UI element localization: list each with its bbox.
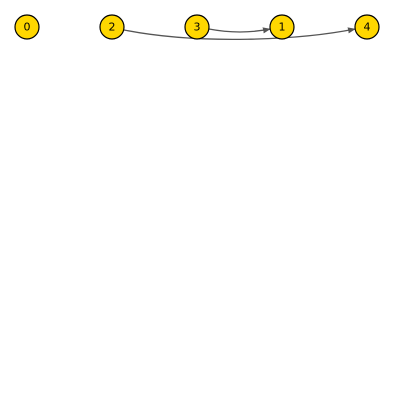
node-2: 2 (99, 14, 125, 40)
node-2-label: 2 (109, 21, 116, 34)
node-3: 3 (184, 14, 210, 40)
node-4-circle (354, 14, 380, 40)
node-3-circle (184, 14, 210, 40)
node-0-label: 0 (24, 21, 31, 34)
node-0-circle (14, 14, 40, 40)
edges-layer (123, 27, 356, 41)
edge-3-to-1 (208, 27, 271, 34)
node-2-circle (99, 14, 125, 40)
node-4-label: 4 (364, 21, 371, 34)
edge-2-to-4 (123, 27, 356, 41)
node-0: 0 (14, 14, 40, 40)
nodes-layer: 0 2 3 1 4 (14, 14, 380, 40)
node-1: 1 (269, 14, 295, 40)
node-1-label: 1 (279, 21, 286, 34)
node-1-circle (269, 14, 295, 40)
node-4: 4 (354, 14, 380, 40)
node-3-label: 3 (194, 21, 201, 34)
